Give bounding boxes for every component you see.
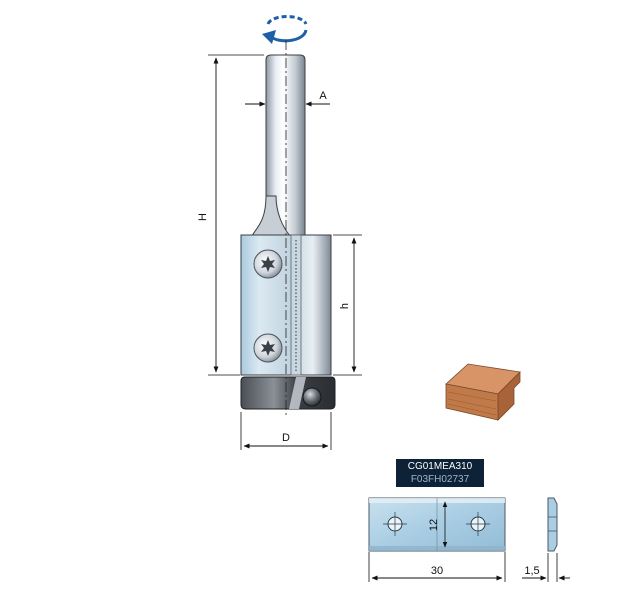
bearing [240,376,336,410]
label-height: H [197,213,209,221]
cutting-height-dimension [333,234,362,376]
insert-code-primary: CG01MEA310 [407,461,473,472]
insert-mounting-hole [383,512,407,536]
insert-thickness-label: 1,5 [524,565,539,577]
wood-profile-sample [445,363,521,421]
label-shank-diameter: A [319,90,327,102]
cutting-diameter-dimension [240,412,332,450]
height-dimension [208,54,264,376]
insert-length-label: 30 [431,565,443,577]
torx-screw-icon [253,333,283,363]
label-cutting-height: h [339,303,351,309]
rotation-arrow-icon [262,15,308,44]
insert-side-view [547,497,558,552]
insert-mounting-hole [466,512,490,536]
insert-code-box: CG01MEA310 F03FH02737 [396,459,484,487]
label-cutting-diameter: D [282,432,290,444]
insert-length-dimension [368,552,506,582]
insert-code-secondary: F03FH02737 [410,474,470,485]
insert-width-label: 12 [428,519,440,531]
shank [251,54,306,237]
insert-thickness-dimension [522,553,570,582]
torx-screw-icon [253,249,283,279]
